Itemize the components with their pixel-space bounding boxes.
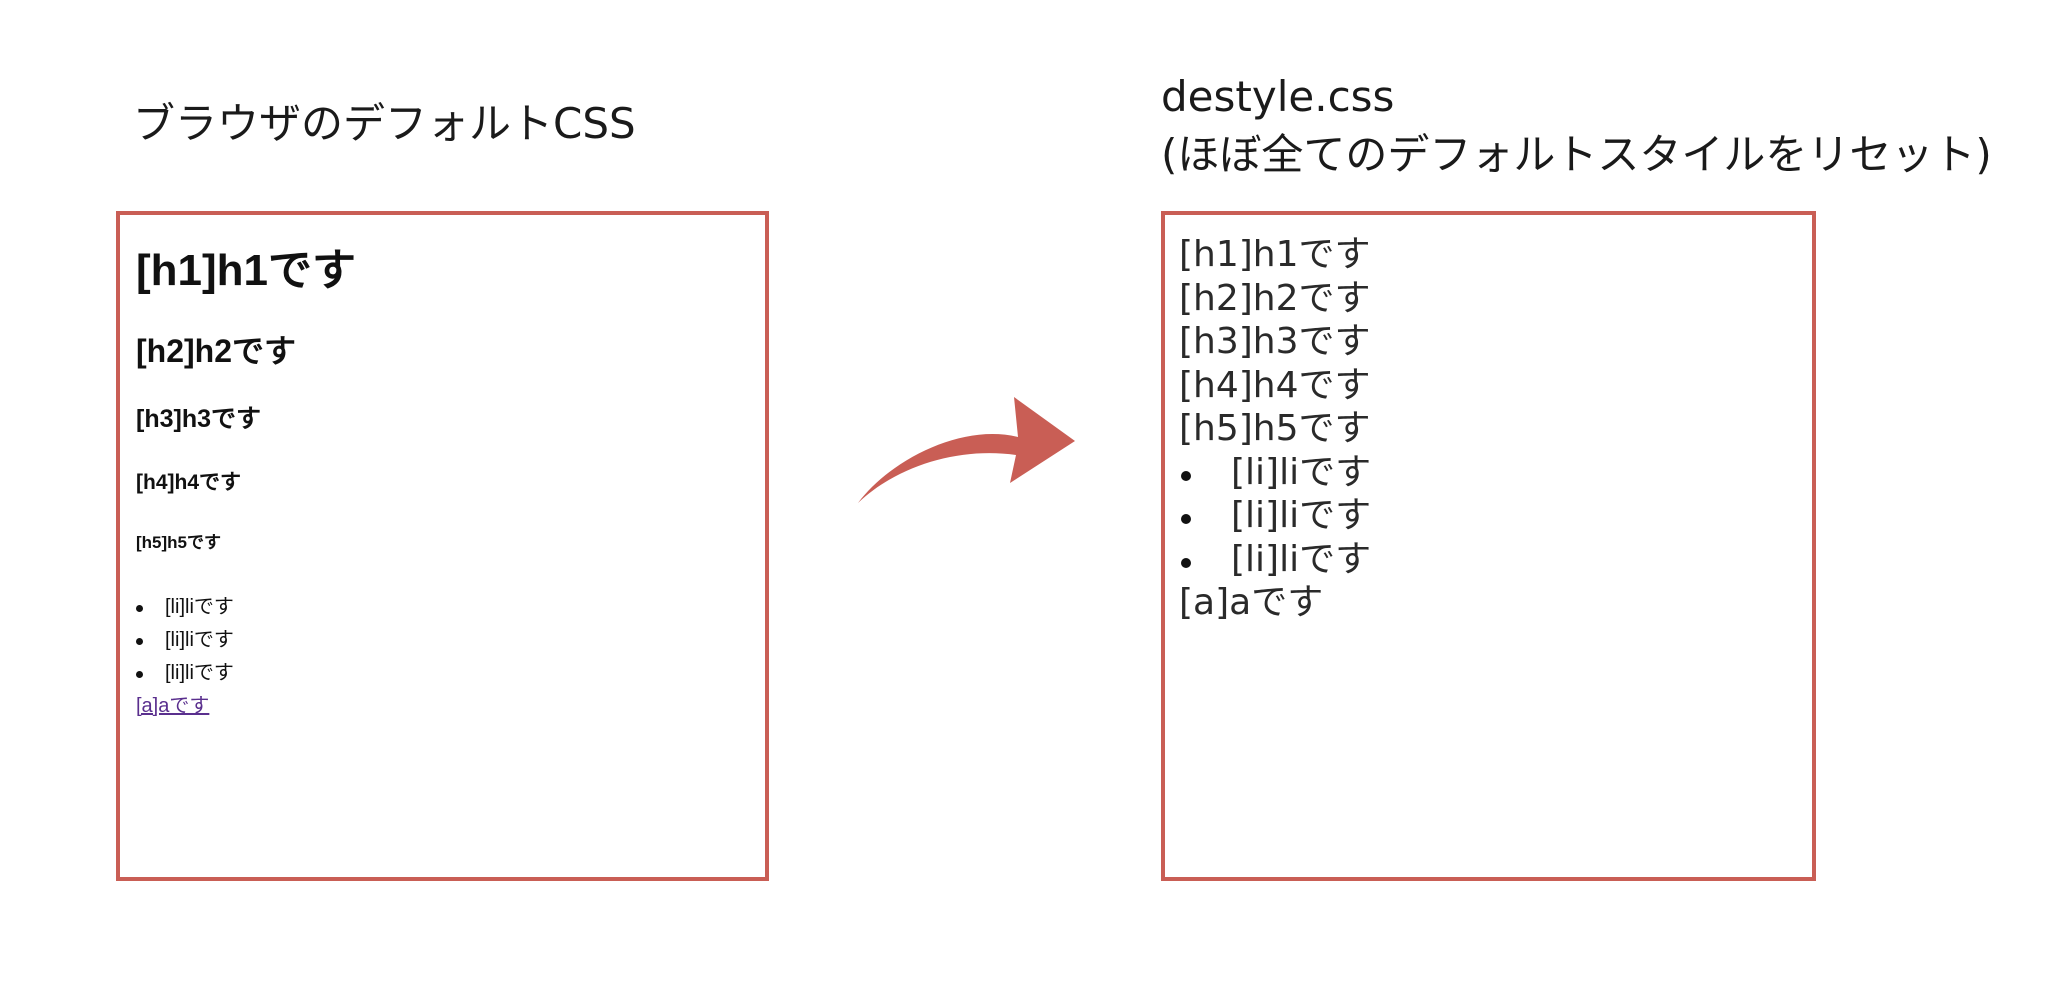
right-list-item: [li]liです: [1179, 494, 1371, 538]
right-link[interactable]: [a]aです: [1179, 582, 1324, 623]
right-h4: [h4]h4です: [1179, 364, 1371, 406]
curved-right-arrow-icon: [858, 397, 1075, 503]
caption-destyle: destyle.css (ほぼ全てのデフォルトスタイルをリセット): [1161, 68, 1992, 184]
caption-destyle-description: (ほぼ全てのデフォルトスタイルをリセット): [1161, 130, 1992, 179]
left-link[interactable]: [a]aです: [136, 695, 210, 717]
left-list-item: [li]liです: [136, 657, 356, 690]
right-h5: [h5]h5です: [1179, 408, 1371, 449]
left-list-item: [li]liです: [136, 591, 356, 624]
left-h1: [h1]h1です: [136, 246, 356, 295]
left-h3: [h3]h3です: [136, 405, 262, 433]
left-h5: [h5]h5です: [136, 533, 221, 552]
browser-default-panel: [h1]h1です [h2]h2です [h3]h3です [h4]h4です [h5]…: [116, 211, 769, 881]
right-list-item: [li]liです: [1179, 538, 1371, 582]
caption-destyle-title: destyle.css: [1161, 72, 1395, 121]
right-list-item: [li]liです: [1179, 451, 1371, 495]
browser-default-content: [h1]h1です [h2]h2です [h3]h3です [h4]h4です [h5]…: [136, 245, 356, 722]
caption-browser-default-css: ブラウザのデフォルトCSS: [133, 99, 636, 148]
right-h1: [h1]h1です: [1179, 234, 1371, 275]
left-list-item: [li]liです: [136, 624, 356, 657]
destyle-panel: [h1]h1です [h2]h2です [h3]h3です [h4]h4です [h5]…: [1161, 211, 1816, 881]
destyle-content: [h1]h1です [h2]h2です [h3]h3です [h4]h4です [h5]…: [1179, 233, 1371, 625]
left-list: [li]liです [li]liです [li]liです: [136, 591, 356, 690]
left-h2: [h2]h2です: [136, 333, 297, 369]
right-list: [li]liです [li]liです [li]liです: [1179, 451, 1371, 582]
right-h3: [h3]h3です: [1179, 321, 1371, 362]
right-h2: [h2]h2です: [1179, 277, 1371, 319]
left-h4: [h4]h4です: [136, 471, 241, 494]
